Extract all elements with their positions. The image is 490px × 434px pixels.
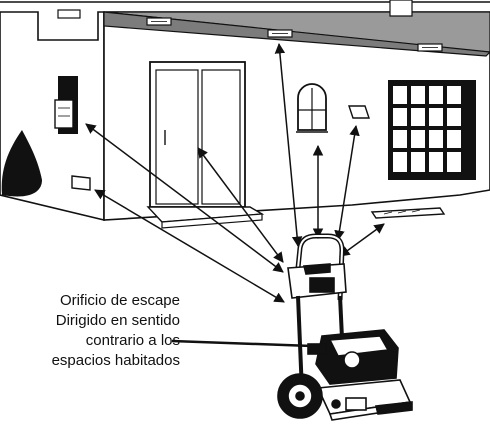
pressure-washer-engine [277, 233, 413, 421]
caption: Orificio de escape Dirigido en sentido c… [0, 291, 180, 371]
house-illustration [0, 0, 490, 229]
caption-leader-line [171, 339, 313, 348]
chimney [389, 0, 413, 17]
exhaust-arrows [85, 42, 385, 303]
side-window-lines [58, 107, 70, 117]
side-wall-notch [57, 9, 81, 19]
sliding-door [146, 61, 265, 229]
roof-eave-face [103, 11, 490, 57]
caption-line-3: contrario a los [85, 332, 180, 349]
wall-vent [348, 105, 370, 119]
caption-line-4: espacios habitados [51, 352, 180, 369]
exhaust-arrow [334, 124, 360, 242]
arched-window [296, 83, 328, 133]
exhaust-arrow [339, 223, 385, 257]
vent-slats [151, 21, 438, 48]
exhaust-arrow [274, 42, 303, 248]
caption-line-1: Orificio de escape [59, 292, 180, 309]
caption-line-2: Dirigido en sentido [55, 312, 180, 329]
exhaust-arrow [94, 189, 285, 303]
wall-vent [370, 207, 446, 219]
exhaust-arrow [197, 147, 284, 263]
bush [1, 130, 43, 197]
grid-window [388, 80, 476, 180]
wall-vent [71, 175, 91, 191]
vent-slats [383, 209, 421, 215]
side-window [54, 99, 74, 129]
